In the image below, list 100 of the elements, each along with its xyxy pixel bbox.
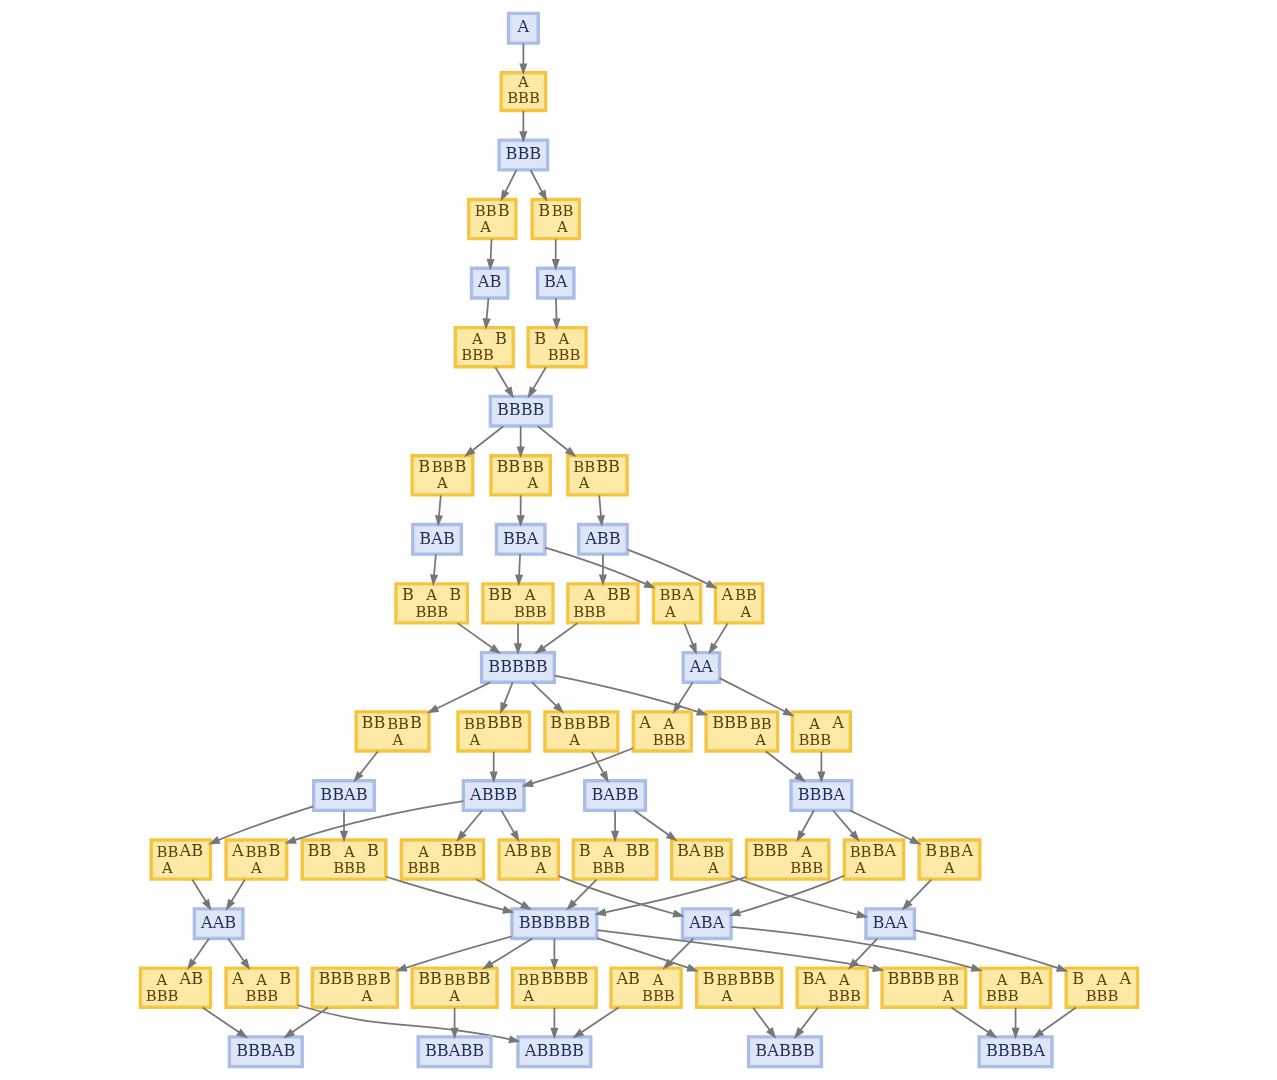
arrow [282,1006,329,1039]
arrow [593,875,747,917]
arrow [728,874,845,917]
arrow [486,238,495,271]
node-box: ABB A [713,582,764,625]
node-box: BBAB A [149,838,212,881]
arrow [847,937,878,970]
node-box: BB BBBB A [510,966,598,1009]
node-box: BBBAB [227,1035,304,1069]
node-box: BB BB A [488,454,552,497]
arrow [553,674,708,716]
arrow [610,809,619,843]
arrow [950,1006,998,1039]
arrow [499,681,513,715]
node-box: BA [535,266,576,300]
arrow [529,169,547,202]
node-box: ABA [680,907,733,941]
node-box: BBBB [488,394,553,428]
node-box: A A BBB [631,710,693,753]
arrow [534,622,578,655]
arrow [751,1006,776,1039]
arrow [426,681,491,714]
node-box: BB BBBB A [409,966,499,1009]
arrow [565,878,597,911]
node-box: BBB BB A [703,710,779,753]
node-box: BABB [582,779,647,813]
arrow [518,109,527,143]
node-box: BAB [410,522,463,556]
node-box: B A B BBB [393,582,469,625]
node-box: BBAB [311,779,376,813]
arrow [186,937,210,971]
arrow [718,677,795,717]
arrow [527,366,547,399]
arrow [463,425,504,458]
node-box: A BBB [498,71,547,113]
node-box: AB A BBB [608,966,683,1009]
arrow [201,1006,248,1039]
arrow [489,750,498,784]
arrow [543,546,656,589]
node-box: ABBB [461,779,526,813]
node-box: A BBB BBB [399,838,485,881]
node-box: AA [680,650,721,684]
node-box: B BB A [529,197,581,241]
arrow [226,937,250,971]
arrow [707,622,728,655]
arrow [191,878,212,911]
arrow [500,809,519,843]
arrow [848,809,921,845]
arrow [551,297,561,330]
node-box: BBB A [466,197,518,241]
node-box: BB BB A [565,454,629,497]
arrow [456,622,501,655]
node-box: BABB A [669,838,733,881]
node-box: ABBB A [223,838,288,881]
arrow [595,937,699,972]
node-box: A A B BBB [223,966,299,1009]
arrow [494,366,514,399]
arrow [429,553,438,587]
node-box: BB A B BBB [300,838,387,881]
arrow [764,750,806,783]
node-box: BABBB [746,1035,823,1069]
arrow [1011,1006,1020,1040]
arrow [207,805,314,845]
node-box: AB BB A [496,838,560,881]
arrow [514,553,523,587]
node-box: B A BB BBB [571,838,659,881]
arrow [384,875,514,914]
node-box: A BA BBB [978,966,1052,1009]
arrow [571,1006,619,1039]
arrow [339,809,348,843]
node-box: B A A BBB [1063,966,1139,1009]
arrow [549,1006,558,1040]
arrow [729,926,983,972]
arrow [284,800,464,844]
arrow [352,750,379,783]
node-box: ABBBB [515,1035,592,1069]
node-box: BBBB BB A [879,966,967,1009]
node-box: BBB BB B A [310,966,399,1009]
node-box: B BBBB A [542,710,619,753]
arrow [474,878,532,911]
node-box: A BB BBB [565,582,640,625]
node-box: AB [469,266,510,300]
arrow [434,494,443,527]
arrow [595,929,884,972]
arrow [729,875,868,919]
node-box: B BB BBB A [694,966,783,1009]
arrow [551,238,560,271]
arrow [394,935,512,972]
node-box: BB BB B A [353,710,431,753]
arrow [296,1004,520,1044]
arrow [913,929,1068,972]
node-box: BBABB [416,1035,493,1069]
node-box: BBA [494,522,547,556]
node-box: BB BBB A [455,710,531,753]
arrow [598,553,607,587]
node-box: BBBBA [976,1035,1054,1069]
arrow [225,878,246,911]
arrow [549,937,558,971]
node-box: BA A BBB [794,966,869,1009]
arrow [816,750,825,784]
